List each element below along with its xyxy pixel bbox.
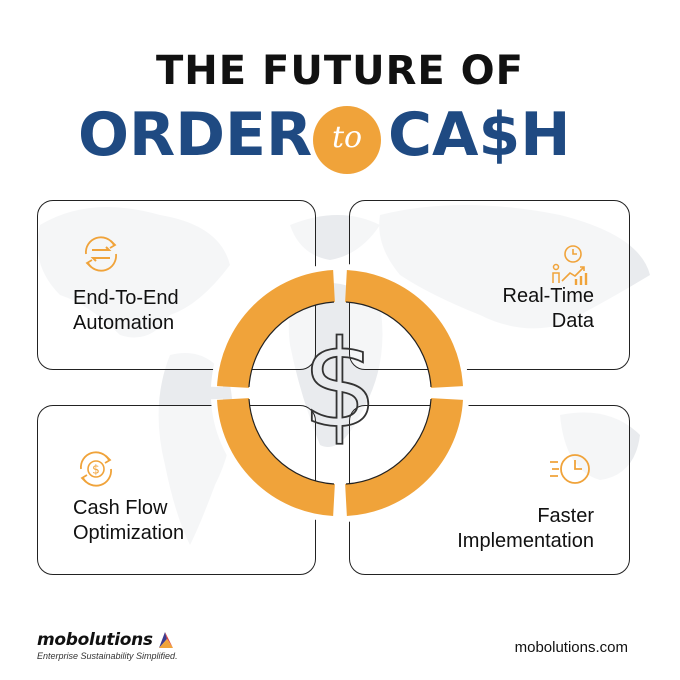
card-real-time-data: Real-Time Data (349, 200, 630, 370)
card-label: End-To-End Automation (73, 287, 179, 334)
svg-text:$: $ (92, 463, 100, 477)
brand-name: mobolutions (37, 630, 153, 650)
card-label: Cash Flow Optimization (73, 497, 185, 544)
headline-order: ORDER (78, 100, 313, 170)
headline-cash: CA$H (388, 100, 571, 170)
arrows-exchange-icon (85, 236, 117, 272)
analytics-clock-icon (552, 245, 588, 285)
dollar-cycle-icon: $ (80, 451, 112, 487)
brand-logo[interactable]: mobolutions Enterprise Sustainability Si… (37, 630, 178, 661)
headline-to-badge: to (313, 106, 381, 174)
card-label: Real-Time Data (502, 285, 595, 332)
card-label: Faster Implementation (457, 505, 594, 552)
dollar-symbol: $ (302, 316, 378, 455)
fast-clock-icon (550, 454, 590, 484)
headline-line1: THE FUTURE OF (156, 48, 524, 94)
brand-mark-icon (159, 632, 173, 648)
brand-tagline: Enterprise Sustainability Simplified. (37, 651, 178, 661)
dollar-ring-icon: $ (211, 264, 469, 522)
website-link[interactable]: mobolutions.com (514, 639, 628, 656)
